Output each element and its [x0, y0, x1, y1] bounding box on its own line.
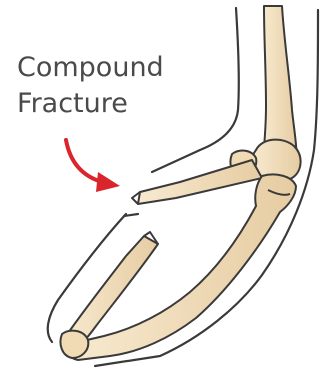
red-arrow-icon [66, 140, 120, 192]
arrow-head [96, 172, 120, 192]
radius-bone [67, 174, 296, 360]
label-compound: Compound [17, 52, 164, 84]
upper-arm-inner-skin-line [152, 8, 239, 172]
arrow-shaft [66, 140, 102, 182]
upper-fragment-shaft [138, 160, 262, 204]
humerus-bone [252, 6, 301, 181]
label-fracture: Fracture [17, 88, 128, 120]
wrist-bone-end [60, 331, 88, 358]
broken-bone-upper-fragment [132, 160, 262, 204]
radius-shaft [67, 174, 296, 360]
